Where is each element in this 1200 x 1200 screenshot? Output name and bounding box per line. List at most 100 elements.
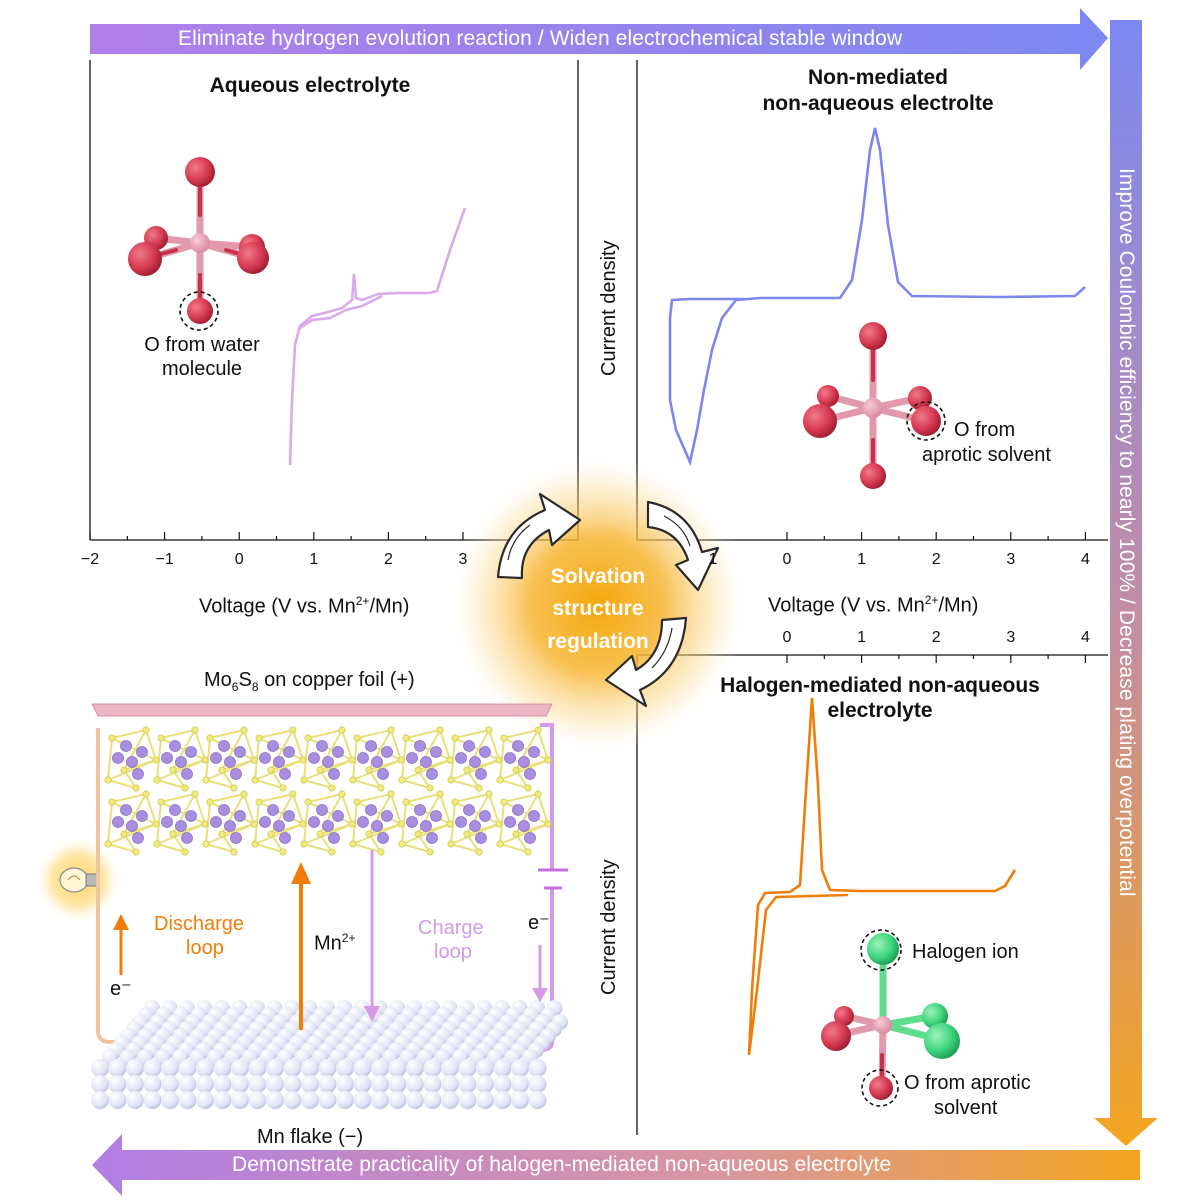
mn-atom [388,1059,407,1077]
bottom-banner-label: Demonstrate practicality of halogen-medi… [232,1153,892,1176]
s-atom [191,726,199,734]
s-atom [299,756,307,764]
s-atom [397,820,405,828]
mo-atom [210,816,222,828]
mn-atom [458,1059,477,1077]
s-atom [108,798,116,806]
left-axis-tick-label: 2 [383,551,393,568]
mo-atom [469,820,481,832]
s-atom [157,734,165,742]
halogen-ion-highlight [860,929,902,971]
mo-atom [381,746,393,758]
left-axis-tick-label: 1 [309,551,319,568]
s-atom [304,734,312,742]
mo-atom [224,820,236,832]
mo-atom [463,804,475,816]
s-atom [152,820,160,828]
mn-atom [126,1059,144,1077]
mo-atom [126,756,138,768]
mo-atom [430,746,442,758]
s-atom [328,848,336,856]
mn-atom [283,1059,302,1077]
s-atom [496,776,504,784]
top-right-axis-tick-label: 0 [782,551,792,568]
s-atom [436,726,444,734]
mo-atom [528,810,540,822]
mn-atom [248,1091,267,1109]
mo-atom [371,756,383,768]
mo-atom [308,816,320,828]
s-atom [218,830,226,838]
mn-atom [511,1091,529,1109]
mn-atom [301,1059,319,1077]
s-atom [202,776,210,784]
mo-atom [504,752,516,764]
mn-atom [266,1075,284,1093]
s-atom [436,790,444,798]
anode-label: Mn flake (−) [257,1126,364,1148]
s-atom [153,840,161,848]
mo-atom [381,810,393,822]
mn-atom [441,1075,459,1093]
top-right-axis-tick-label: 3 [1006,551,1016,568]
halogen-cv-curve [747,697,1017,1056]
s-atom [108,734,116,742]
mo-atom [406,816,418,828]
mn-atom [231,1059,249,1077]
mn-atom [213,1091,232,1109]
s-atom [250,756,258,764]
mn-atom [353,1075,372,1093]
s-atom [512,766,520,774]
s-atom [349,840,357,848]
mn-atom [283,1091,302,1109]
bottom-right-axis-tick-label: 2 [931,629,941,646]
s-atom [524,848,532,856]
s-atom [267,830,275,838]
nonmediated-ylabel: Current density [598,240,620,376]
nonmediated-cv-curve [668,127,1086,467]
s-atom [181,784,189,792]
mn-atom [143,1091,162,1109]
mn-atom [108,1091,127,1109]
s-atom [104,776,112,784]
copper-foil-cathode [91,703,553,717]
s-atom [255,798,263,806]
halogen-annotation-line2: solvent [934,1097,998,1119]
s-atom [316,830,324,838]
s-atom [500,734,508,742]
mo-atom [136,810,148,822]
mo-atom [332,810,344,822]
nonmediated-title-line2: non-aqueous electrolte [762,92,994,115]
mn-atom [213,1059,232,1077]
s-atom [463,766,471,774]
electron-arrow-charge [532,945,548,1002]
mo-atom [181,832,193,844]
s-atom [299,820,307,828]
nonmediated-annotation-line1: O from [954,419,1016,441]
s-atom [153,776,161,784]
halogen-molecule [821,929,960,1107]
s-atom [338,790,346,798]
nonmediated-molecule [803,322,946,489]
left-axis-tick-marks [89,532,464,540]
s-atom [485,726,493,734]
mn-atom [143,1075,162,1093]
mo-atom [120,740,132,752]
s-atom [398,840,406,848]
mo-atom [371,820,383,832]
s-atom [524,784,532,792]
s-atom [495,756,503,764]
s-atom [267,766,275,774]
solvent-oxygen-highlight [906,401,946,441]
mn-atom [318,1075,337,1093]
mn-atom [493,1075,512,1093]
mo-atom [504,816,516,828]
mo-atom [136,746,148,758]
mn-atom [511,1059,529,1077]
mo-atom [455,816,467,828]
mo-atom [524,832,536,844]
mo-atom [469,756,481,768]
mn-atom [406,1059,424,1077]
mn-atom [91,1059,109,1077]
s-atom [230,784,238,792]
